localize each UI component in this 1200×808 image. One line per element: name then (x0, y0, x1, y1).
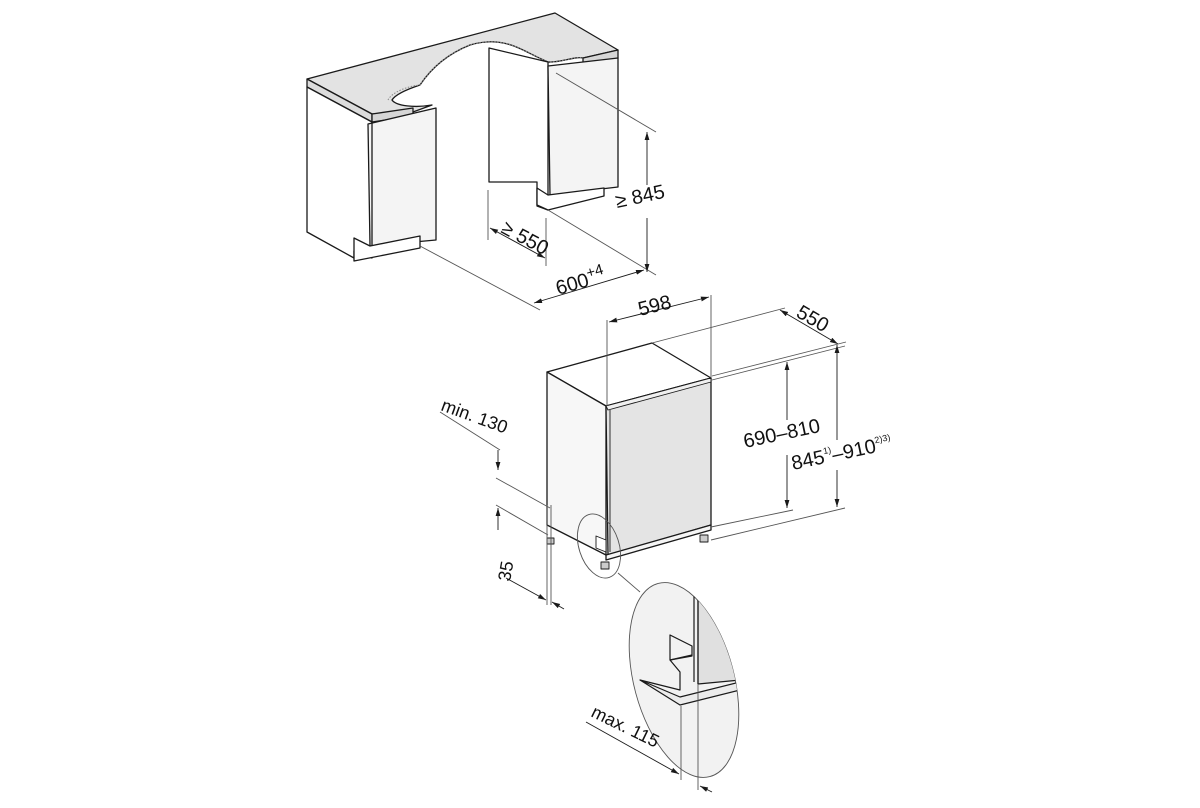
plinth-min-label: min. 130 (439, 395, 511, 437)
svg-text:≥ 845: ≥ 845 (613, 181, 666, 213)
detail-callout (576, 513, 641, 593)
svg-text:min. 130: min. 130 (439, 395, 511, 437)
niche-depth-label: ≥ 550 (498, 217, 552, 260)
niche-dimension-lines (419, 72, 657, 311)
right-cabinet (488, 47, 549, 211)
plinth-offset-label: 35 (494, 559, 517, 582)
svg-text:550: 550 (793, 301, 833, 337)
appliance-illustration (546, 342, 712, 570)
door-panel-height-label: 690–810 (741, 415, 822, 453)
svg-text:690–810: 690–810 (741, 415, 822, 453)
appliance-width-label: 598 (636, 291, 674, 320)
niche-height-label: ≥ 845 (613, 181, 666, 213)
svg-text:≥ 550: ≥ 550 (498, 217, 552, 260)
appliance-height-label: 845 (789, 446, 826, 474)
niche-width-tolerance: +4 (584, 261, 605, 282)
appliance-depth-label: 550 (793, 301, 833, 337)
niche-illustration (306, 12, 619, 262)
detail-illustration (628, 582, 741, 778)
svg-text:35: 35 (494, 559, 517, 582)
svg-text:598: 598 (636, 291, 674, 320)
detail-dimension-lines (585, 684, 713, 793)
svg-text:600+4: 600+4 (552, 261, 608, 300)
appliance-dimension-lines (439, 295, 847, 610)
